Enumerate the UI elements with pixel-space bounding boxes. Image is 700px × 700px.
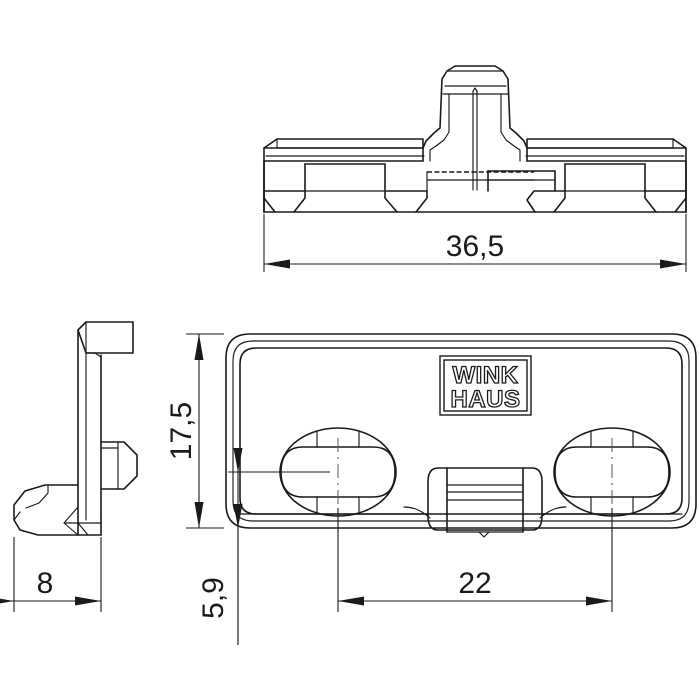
logo-line-2: HAUS: [450, 386, 520, 413]
side-flange-inner-curve: [25, 484, 49, 509]
dimension-8-label: 8: [37, 567, 54, 600]
bottom-rail-fillet-left: [403, 506, 431, 519]
dimension-5-9: 5,9: [197, 448, 330, 645]
top-elevation-view: [263, 65, 687, 213]
side-lower-flange: [13, 484, 102, 536]
bottom-rail-fillet-right: [539, 506, 567, 519]
dimension-5-9-label: 5,9: [197, 577, 230, 619]
winkhaus-logo: WINK HAUS: [439, 355, 532, 416]
side-flange-chamfer: [13, 511, 21, 521]
prong-1: [263, 190, 306, 213]
side-boss-outline: [100, 441, 138, 490]
arrowhead-left-22: [338, 596, 364, 606]
side-bottom-chamfer-c: [77, 522, 89, 536]
dimension-36-5: 36,5: [263, 214, 687, 272]
riser-inner-left: [429, 93, 450, 162]
prong-4: [644, 190, 687, 213]
front-outer-body: [225, 333, 697, 529]
logo-line-1: WINK: [453, 362, 519, 389]
center-latch-notch: [478, 531, 490, 538]
arrowhead-bottom-59: [233, 504, 243, 528]
center-latch-outer: [427, 467, 543, 531]
top-left-chamfer-top: [263, 138, 424, 149]
side-hook-top: [77, 321, 134, 354]
prong-3: [526, 190, 566, 213]
top-riser-outline: [422, 65, 528, 162]
riser-inner-right: [500, 93, 521, 162]
arrowhead-left-365: [264, 259, 290, 269]
dimension-17-5-label: 17,5: [165, 402, 198, 460]
riser-slit-tip: [472, 87, 478, 92]
arrowhead-bottom-175: [194, 502, 204, 528]
arrowhead-right-8: [75, 596, 101, 606]
side-elevation-view: [13, 321, 138, 536]
side-bottom-chamfer-a: [63, 506, 79, 536]
arrowhead-left-8: [0, 598, 14, 604]
dimension-17-5: 17,5: [165, 333, 224, 529]
side-spine-fillet: [94, 352, 102, 358]
top-right-chamfer-top: [526, 138, 687, 149]
front-offset-body-1: [232, 340, 690, 522]
arrowhead-top-59: [233, 448, 243, 472]
dimension-22-label: 22: [458, 567, 491, 600]
logo-border-inner: [443, 359, 528, 412]
dimension-36-5-label: 36,5: [446, 230, 504, 263]
logo-border: [439, 355, 532, 416]
left-slot-inner: [280, 446, 396, 498]
right-slot-inner: [554, 446, 670, 498]
prong-2: [384, 190, 428, 213]
dimension-22: 22: [337, 508, 613, 612]
dimension-8: 8: [0, 537, 102, 612]
arrowhead-right-22: [586, 596, 612, 606]
arrowhead-right-365: [660, 259, 686, 269]
arrowhead-top-175: [194, 334, 204, 360]
